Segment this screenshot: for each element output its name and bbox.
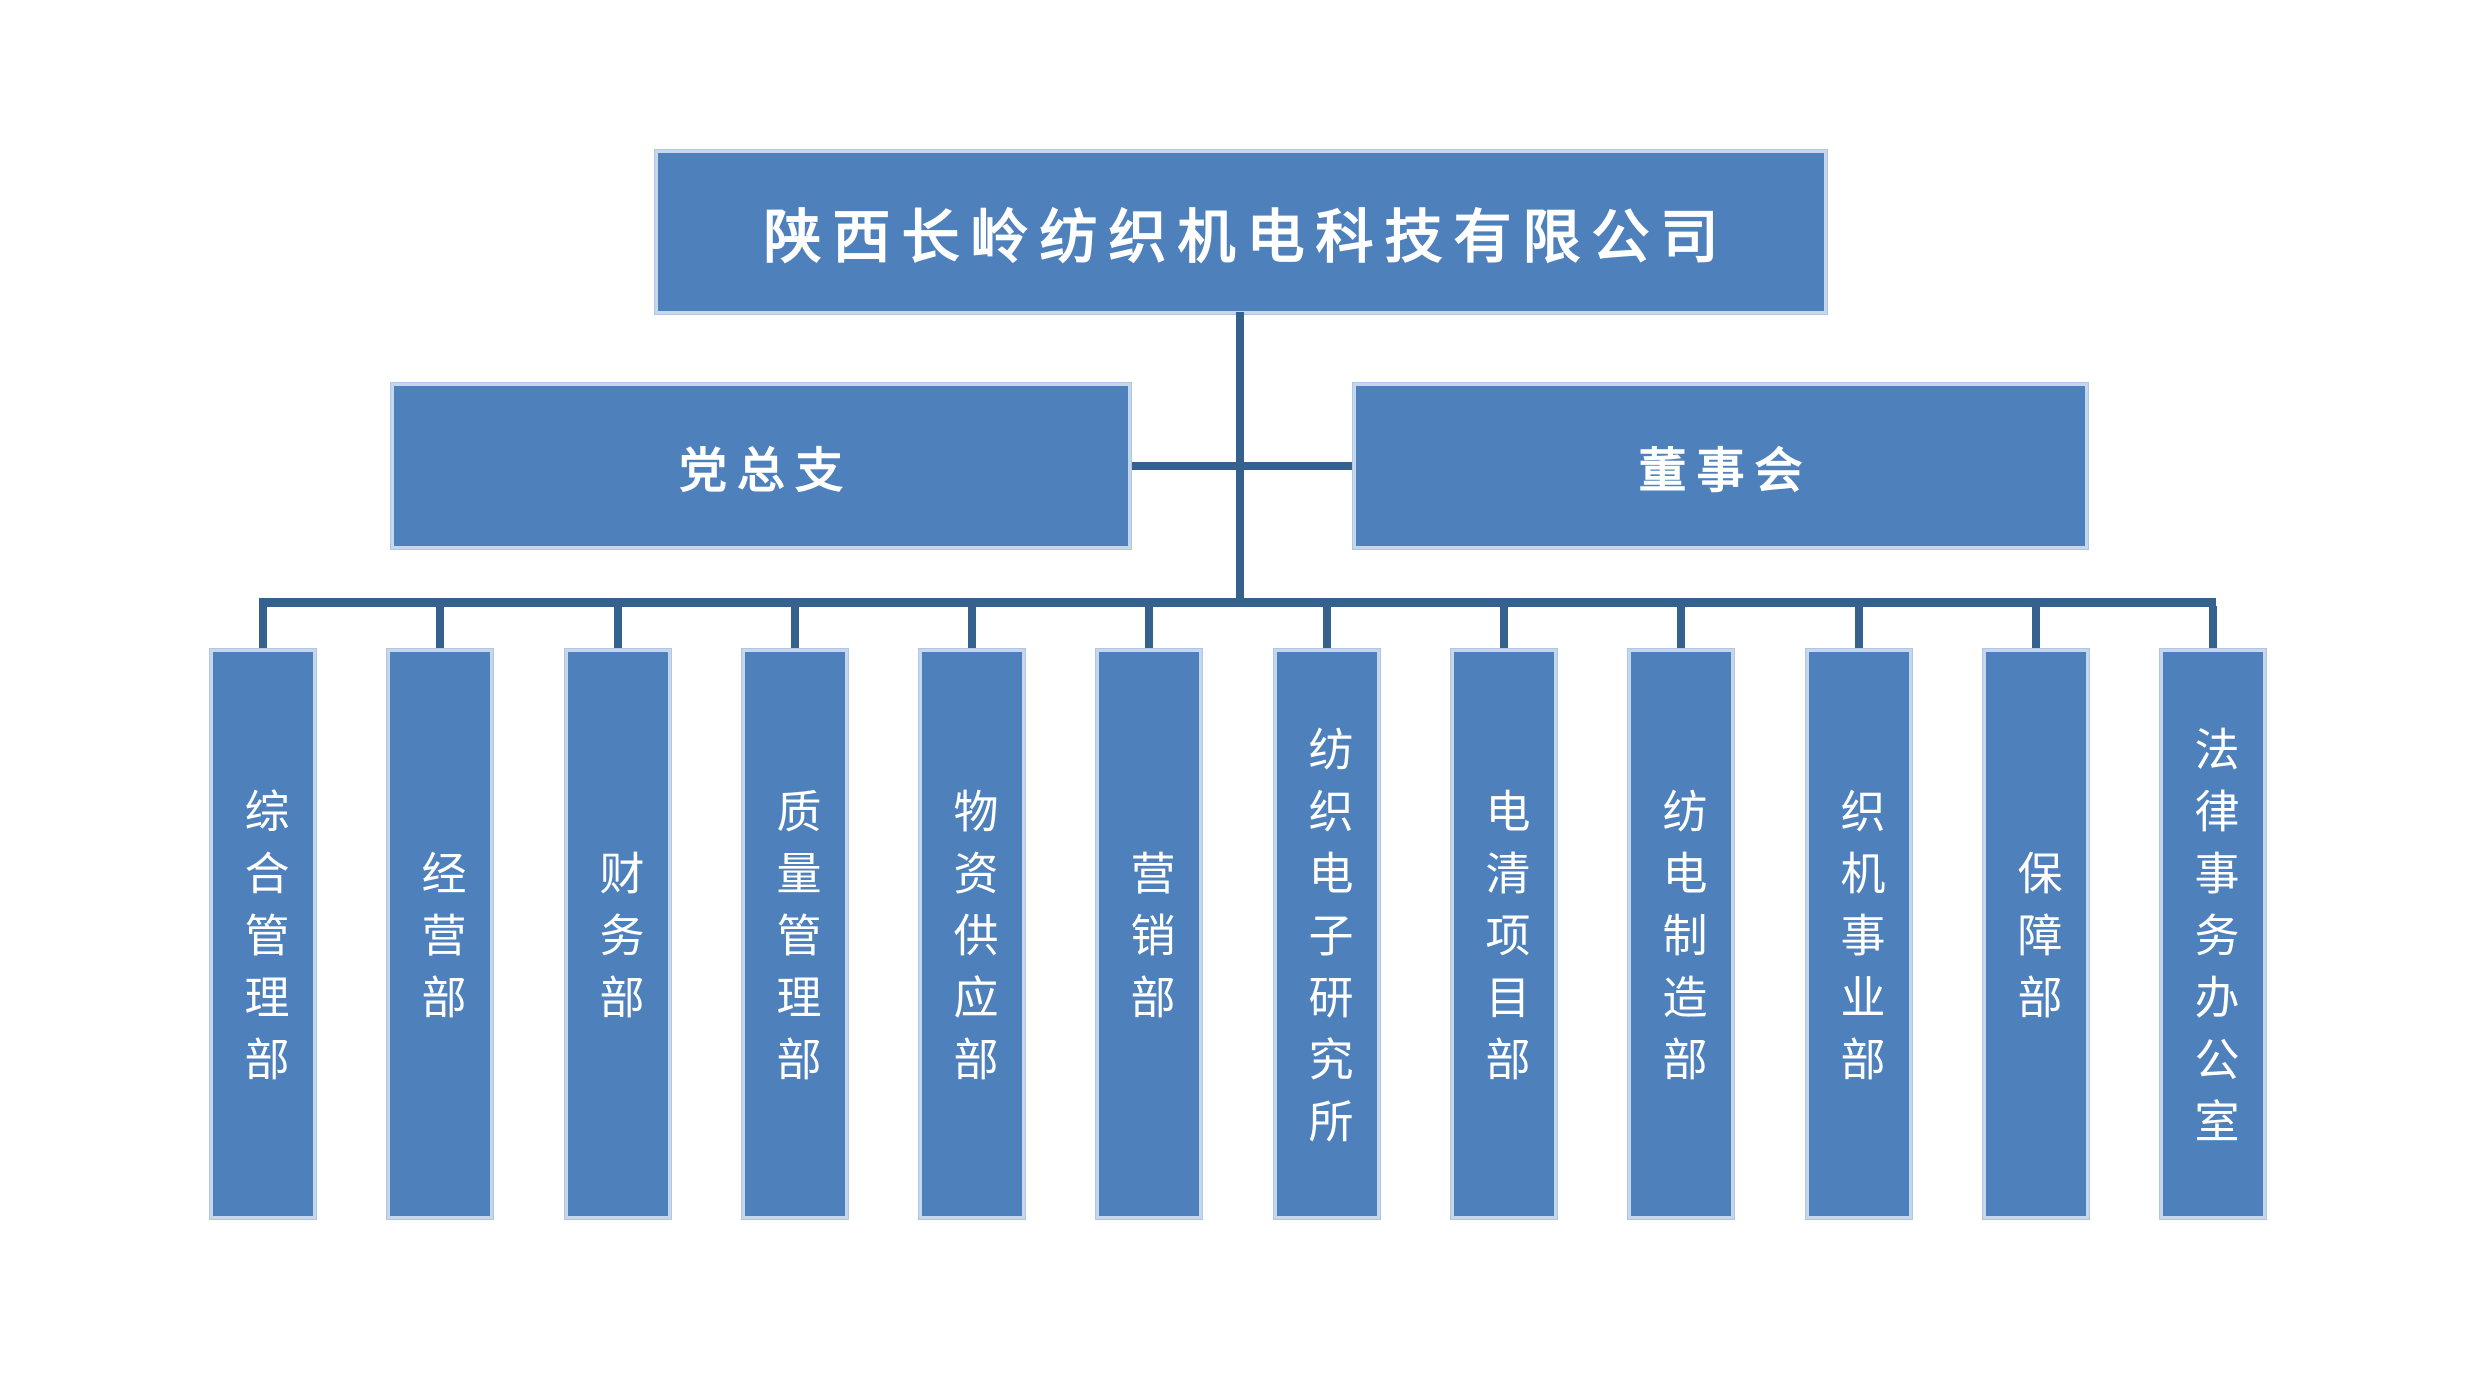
connector-stub-2	[436, 606, 444, 649]
dept-box-loom-business: 织机事业部	[1806, 649, 1912, 1219]
dept-label-marketing: 营销部	[1123, 849, 1174, 1036]
dept-label-finance: 财务部	[592, 849, 643, 1036]
dept-box-finance: 财务部	[565, 649, 671, 1219]
connector-root-vertical	[1236, 312, 1244, 602]
dept-label-materials-supply: 物资供应部	[946, 787, 997, 1098]
dept-label-yarn-clearer-project: 电清项目部	[1478, 787, 1529, 1098]
board-of-directors-box: 董事会	[1353, 383, 2088, 549]
dept-box-operations: 经营部	[387, 649, 493, 1219]
connector-stub-1	[259, 606, 267, 649]
dept-label-textile-electronics-research-institute: 纺织电子研究所	[1301, 725, 1352, 1160]
dept-label-general-management: 综合管理部	[237, 787, 288, 1098]
dept-label-support: 保障部	[2010, 849, 2061, 1036]
connector-stub-11	[2032, 606, 2040, 649]
dept-label-loom-business: 织机事业部	[1833, 787, 1884, 1098]
company-root-label: 陕西长岭纺织机电科技有限公司	[763, 205, 1730, 270]
connector-stub-5	[968, 606, 976, 649]
party-branch-label: 党总支	[678, 445, 853, 498]
dept-box-textile-electric-manufacturing: 纺电制造部	[1628, 649, 1734, 1219]
dept-box-yarn-clearer-project: 电清项目部	[1451, 649, 1557, 1219]
connector-stub-3	[614, 606, 622, 649]
dept-label-operations: 经营部	[414, 849, 465, 1036]
dept-box-legal-affairs-office: 法律事务办公室	[2160, 649, 2266, 1219]
party-branch-box: 党总支	[391, 383, 1131, 549]
dept-box-general-management: 综合管理部	[210, 649, 316, 1219]
dept-box-support: 保障部	[1983, 649, 2089, 1219]
dept-box-quality-management: 质量管理部	[742, 649, 848, 1219]
dept-label-textile-electric-manufacturing: 纺电制造部	[1655, 787, 1706, 1098]
connector-level2-horizontal	[1131, 462, 1353, 470]
connector-stub-7	[1323, 606, 1331, 649]
connector-stub-8	[1500, 606, 1508, 649]
dept-box-textile-electronics-research-institute: 纺织电子研究所	[1274, 649, 1380, 1219]
connector-stub-6	[1145, 606, 1153, 649]
connector-distribution-horizontal	[259, 598, 2216, 607]
connector-stub-9	[1677, 606, 1685, 649]
dept-label-quality-management: 质量管理部	[769, 787, 820, 1098]
dept-label-legal-affairs-office: 法律事务办公室	[2187, 725, 2238, 1160]
dept-box-materials-supply: 物资供应部	[919, 649, 1025, 1219]
connector-stub-10	[1855, 606, 1863, 649]
board-of-directors-label: 董事会	[1638, 445, 1813, 498]
dept-box-marketing: 营销部	[1096, 649, 1202, 1219]
company-root-box: 陕西长岭纺织机电科技有限公司	[655, 150, 1827, 314]
connector-stub-12	[2209, 606, 2217, 649]
connector-stub-4	[791, 606, 799, 649]
